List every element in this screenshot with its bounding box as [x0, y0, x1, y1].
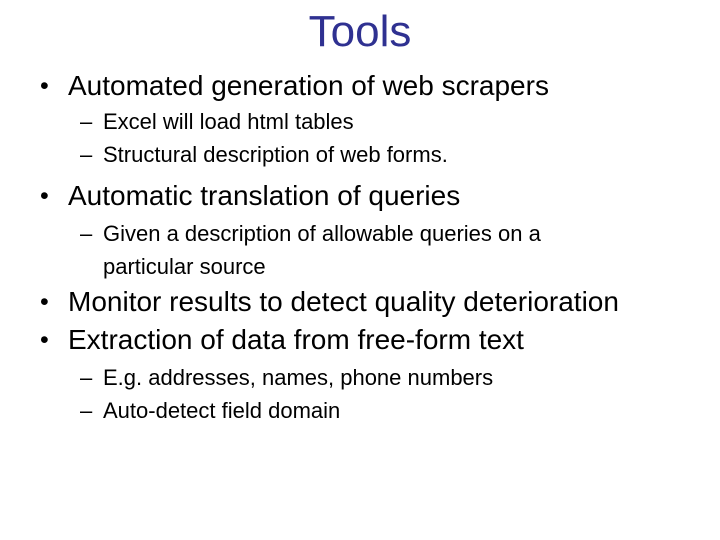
sub-bullet-item: – E.g. addresses, names, phone numbers: [80, 361, 700, 394]
sub-bullet-item: – Excel will load html tables: [80, 105, 700, 138]
dash-marker-icon: –: [80, 221, 93, 246]
dash-marker-icon: –: [80, 142, 93, 167]
bullet-marker-icon: •: [40, 72, 49, 100]
dash-marker-icon: –: [80, 398, 93, 423]
bullet-text: Automated generation of web scrapers: [68, 70, 549, 101]
sub-bullet-item: – Structural description of web forms.: [80, 138, 700, 171]
bullet-marker-icon: •: [40, 288, 49, 316]
bullet-item: • Extraction of data from free-form text: [40, 321, 700, 359]
bullet-item: • Monitor results to detect quality dete…: [40, 283, 700, 321]
bullet-marker-icon: •: [40, 182, 49, 210]
bullet-item: • Automatic translation of queries: [40, 177, 700, 215]
sub-bullet-text: Given a description of allowable queries…: [103, 221, 541, 279]
sub-bullet-text: E.g. addresses, names, phone numbers: [103, 365, 494, 390]
bullet-item: • Automated generation of web scrapers: [40, 67, 700, 105]
sub-bullet-item: – Auto-detect field domain: [80, 394, 700, 427]
sub-bullet-item: – Given a description of allowable queri…: [80, 217, 700, 283]
dash-marker-icon: –: [80, 365, 93, 390]
sub-bullet-text: Auto-detect field domain: [103, 398, 341, 423]
bullet-marker-icon: •: [40, 326, 49, 354]
slide-body: • Automated generation of web scrapers –…: [0, 58, 720, 427]
bullet-text: Monitor results to detect quality deteri…: [68, 286, 619, 317]
bullet-text: Extraction of data from free-form text: [68, 324, 524, 355]
dash-marker-icon: –: [80, 109, 93, 134]
sub-bullet-text: Excel will load html tables: [103, 109, 354, 134]
bullet-text: Automatic translation of queries: [68, 180, 461, 211]
sub-bullet-text: Structural description of web forms.: [103, 142, 448, 167]
slide-title: Tools: [308, 7, 412, 56]
